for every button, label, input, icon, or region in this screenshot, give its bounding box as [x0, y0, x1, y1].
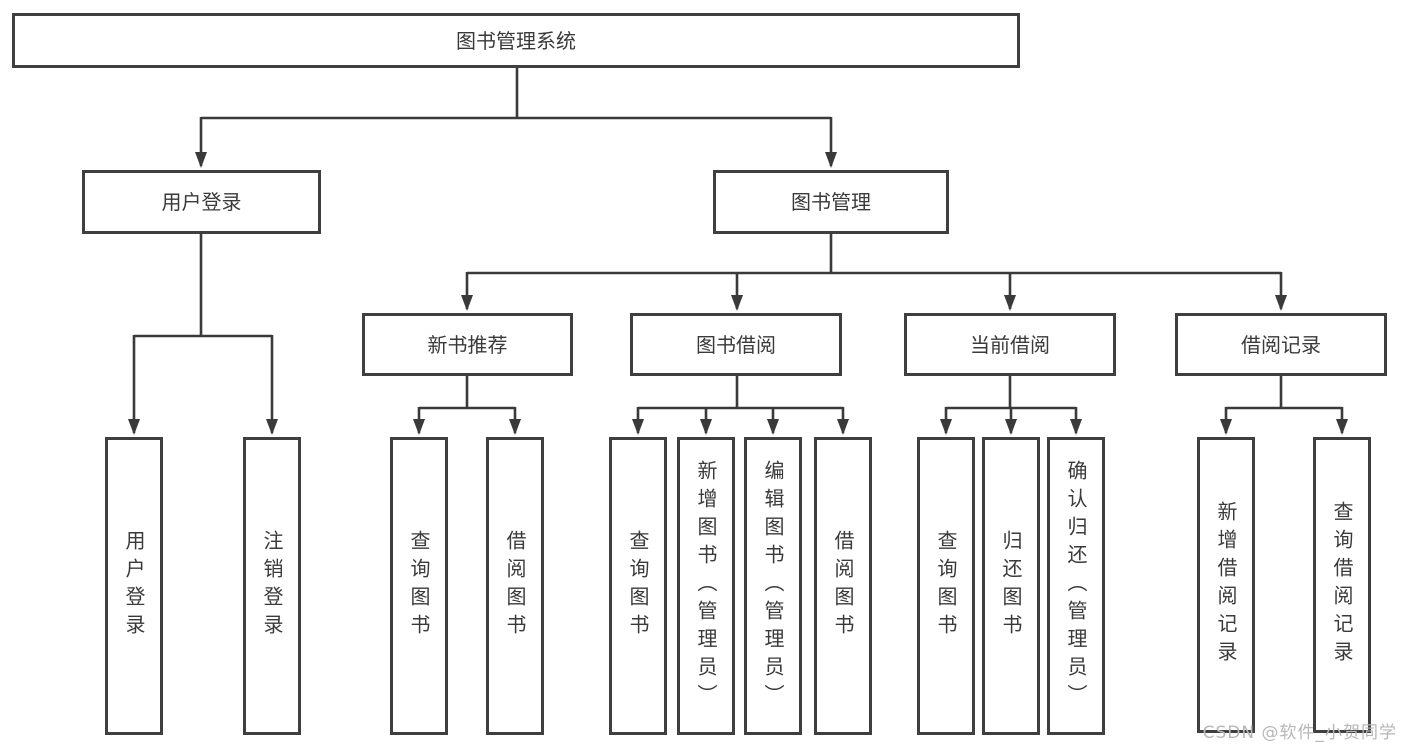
- leaf-edit-book-admin-label: 编辑图书（管理员）: [761, 460, 785, 712]
- connector-book-management-split: [461, 234, 1287, 311]
- leaf-query-borrow-record-label: 查询借阅记录: [1330, 501, 1354, 669]
- node-root-label: 图书管理系统: [456, 28, 576, 53]
- leaf-query-borrow-record: 查询借阅记录: [1313, 437, 1371, 733]
- connector-current-borrow-split: [940, 376, 1082, 435]
- leaf-return-book: 归还图书: [982, 437, 1040, 735]
- leaf-add-book-admin: 新增图书（管理员）: [677, 437, 735, 735]
- leaf-add-borrow-record-label: 新增借阅记录: [1214, 501, 1238, 669]
- node-borrowing-records: 借阅记录: [1175, 313, 1387, 376]
- leaf-query-books-current: 查询图书: [917, 437, 975, 735]
- leaf-logout: 注销登录: [243, 437, 301, 735]
- connector-borrow-records-split: [1220, 376, 1348, 435]
- node-user-login: 用户登录: [82, 170, 321, 234]
- connector-user-login-split: [128, 234, 278, 435]
- leaf-borrow-books-borrowing-label: 借阅图书: [831, 530, 855, 642]
- node-borrowing-records-label: 借阅记录: [1241, 332, 1321, 357]
- node-book-management: 图书管理: [713, 170, 949, 234]
- leaf-user-login-label: 用户登录: [122, 530, 146, 642]
- node-new-book-recommendation: 新书推荐: [362, 313, 573, 376]
- leaf-query-books-recommend: 查询图书: [390, 437, 448, 735]
- leaf-user-login: 用户登录: [105, 437, 163, 735]
- leaf-logout-label: 注销登录: [260, 530, 284, 642]
- leaf-query-books-borrowing-label: 查询图书: [626, 530, 650, 642]
- connector-book-borrow-split: [632, 376, 849, 435]
- node-current-borrowing: 当前借阅: [904, 313, 1116, 376]
- leaf-add-borrow-record: 新增借阅记录: [1197, 437, 1255, 733]
- leaf-borrow-books-borrowing: 借阅图书: [814, 437, 872, 735]
- connector-new-book-split: [413, 376, 521, 435]
- node-new-book-recommendation-label: 新书推荐: [427, 332, 508, 357]
- leaf-query-books-current-label: 查询图书: [934, 530, 958, 642]
- leaf-edit-book-admin: 编辑图书（管理员）: [744, 437, 802, 735]
- leaf-add-book-admin-label: 新增图书（管理员）: [694, 460, 718, 712]
- node-book-borrowing-label: 图书借阅: [696, 332, 776, 357]
- leaf-confirm-return-admin: 确认归还（管理员）: [1047, 437, 1105, 735]
- leaf-borrow-books-recommend: 借阅图书: [486, 437, 544, 735]
- node-current-borrowing-label: 当前借阅: [970, 332, 1050, 357]
- leaf-query-books-borrowing: 查询图书: [609, 437, 667, 735]
- node-root: 图书管理系统: [12, 13, 1020, 68]
- connector-root-split: [195, 68, 837, 168]
- node-book-borrowing: 图书借阅: [630, 313, 842, 376]
- leaf-confirm-return-admin-label: 确认归还（管理员）: [1064, 460, 1088, 712]
- leaf-borrow-books-recommend-label: 借阅图书: [503, 530, 527, 642]
- leaf-return-book-label: 归还图书: [999, 530, 1023, 642]
- node-book-management-label: 图书管理: [791, 190, 871, 214]
- leaf-query-books-recommend-label: 查询图书: [407, 530, 431, 642]
- node-user-login-label: 用户登录: [161, 190, 242, 214]
